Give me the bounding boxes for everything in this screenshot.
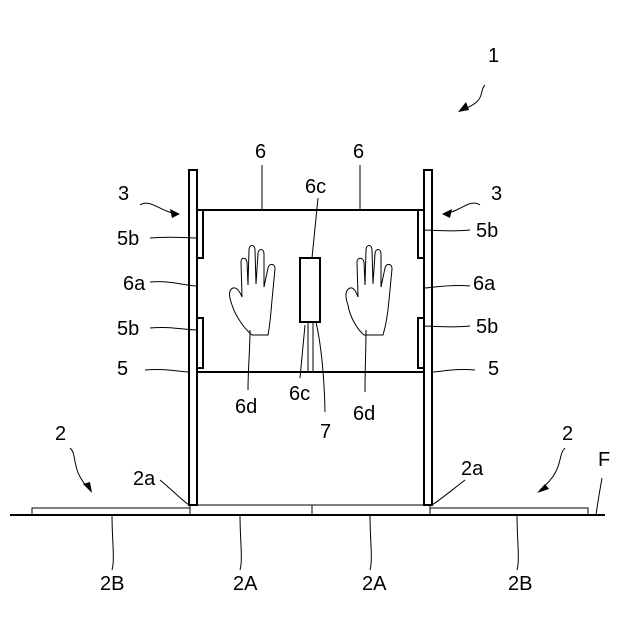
label-5b-left-bottom: 5b <box>117 318 139 340</box>
leader-2a-right <box>432 480 465 505</box>
label-6a-left: 6a <box>123 273 146 295</box>
label-3-right: 3 <box>491 183 502 205</box>
arrow-2-right <box>540 448 565 490</box>
label-2a-right: 2a <box>461 458 484 480</box>
arrow-2-right-head <box>537 484 549 493</box>
tray-outer-right <box>430 508 588 515</box>
right-bracket-bottom <box>418 318 424 368</box>
left-hand-outline <box>230 246 276 336</box>
right-bracket-top <box>418 210 424 258</box>
leader-6c-bottom <box>300 325 305 378</box>
label-5-right: 5 <box>488 358 499 380</box>
label-3-left: 3 <box>118 183 129 205</box>
leader-2A-right <box>370 515 371 570</box>
label-6d-right: 6d <box>353 403 375 425</box>
label-5-left: 5 <box>117 358 128 380</box>
right-hand-outline <box>346 246 392 336</box>
leader-F <box>596 478 602 515</box>
right-post <box>424 170 432 505</box>
tray-inner-left <box>190 505 312 515</box>
label-6d-left: 6d <box>235 396 257 418</box>
leader-6c-top <box>312 198 318 258</box>
arrow-2-left-head <box>83 482 92 493</box>
leader-5-left <box>145 369 189 372</box>
leader-5b-right-top <box>424 230 470 231</box>
leader-5-right <box>432 369 475 372</box>
leader-6d-right <box>365 330 366 392</box>
left-bracket-bottom <box>197 318 203 368</box>
label-2A-left: 2A <box>233 573 258 595</box>
label-2A-right: 2A <box>362 573 387 595</box>
label-2a-left: 2a <box>133 468 156 490</box>
leader-7 <box>316 322 325 412</box>
label-7: 7 <box>320 421 331 443</box>
label-2B-left: 2B <box>100 573 124 595</box>
label-1: 1 <box>488 45 499 67</box>
label-6a-right: 6a <box>473 273 496 295</box>
leader-6d-left <box>248 330 250 390</box>
leader-2B-left <box>112 515 113 570</box>
label-6-right: 6 <box>353 141 364 163</box>
leader-2a-left <box>160 480 189 505</box>
label-5b-right-top: 5b <box>476 220 498 242</box>
arrow-1-head <box>458 102 469 112</box>
center-slot <box>300 258 320 322</box>
label-2-left: 2 <box>55 423 66 445</box>
label-6-left: 6 <box>255 141 266 163</box>
label-6c-top: 6c <box>305 176 326 198</box>
leader-2B-right <box>517 515 518 570</box>
arrow-3-left-head <box>170 209 180 218</box>
tray-inner-right <box>312 505 430 515</box>
label-5b-left-top: 5b <box>117 228 139 250</box>
leader-2A-left <box>240 515 241 570</box>
label-F: F <box>598 449 610 471</box>
arrow-3-right-head <box>442 209 452 218</box>
label-6c-bottom: 6c <box>289 383 310 405</box>
tray-outer-left <box>32 508 190 515</box>
label-2B-right: 2B <box>508 573 532 595</box>
label-5b-right-bottom: 5b <box>476 316 498 338</box>
label-2-right: 2 <box>562 423 573 445</box>
left-bracket-top <box>197 210 203 258</box>
leader-5b-right-bottom <box>424 326 470 327</box>
leader-6a-right <box>424 285 470 288</box>
left-post <box>189 170 197 505</box>
